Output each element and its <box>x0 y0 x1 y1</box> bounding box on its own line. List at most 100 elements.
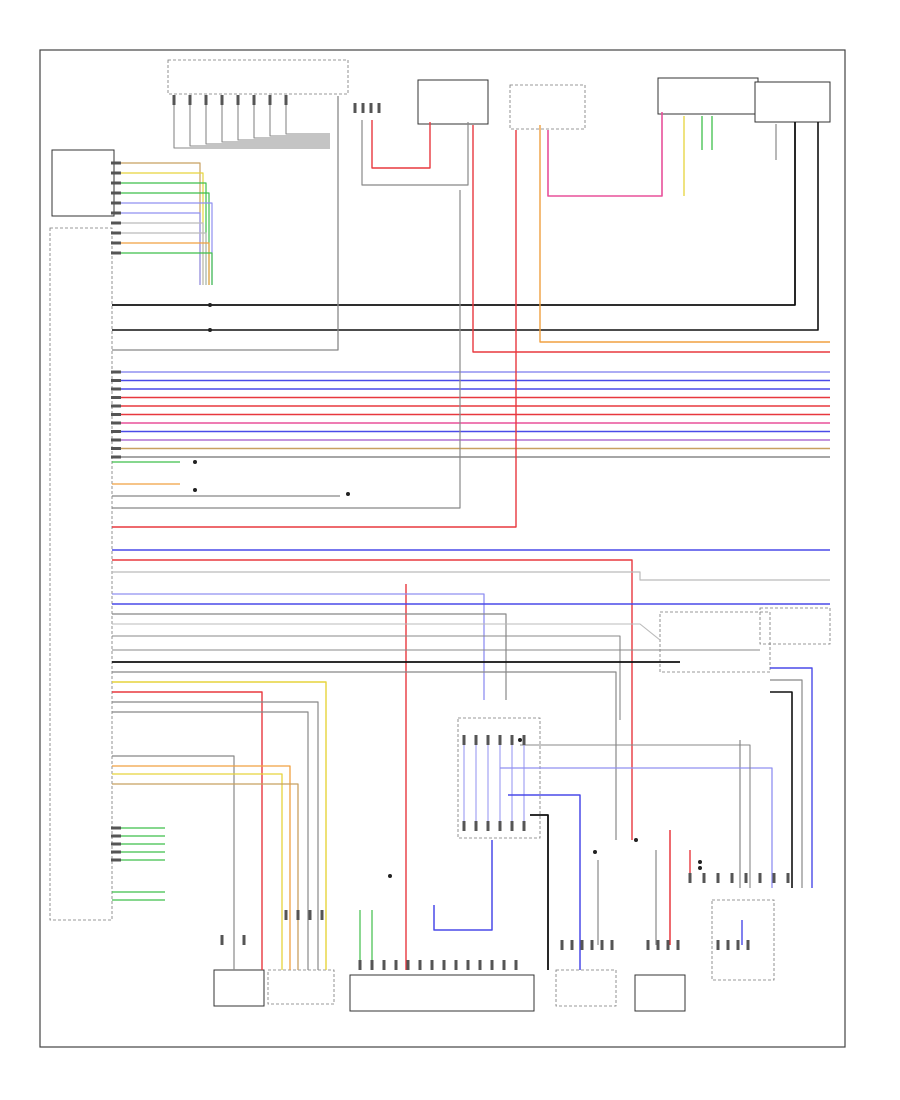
connector-pin <box>111 438 121 442</box>
right-upper-component <box>759 607 831 645</box>
connector-pin <box>736 940 740 950</box>
connector-pin <box>474 821 478 831</box>
signal-wire <box>112 765 291 970</box>
top-connector-wire <box>205 96 330 145</box>
signal-wire <box>112 681 327 970</box>
connector-pin <box>656 940 660 950</box>
connector-pin <box>418 960 422 970</box>
signal-wire <box>112 711 309 970</box>
connector-pin <box>462 735 466 745</box>
connector-pin <box>772 873 776 883</box>
connector-pin <box>111 413 121 416</box>
top-bundle-wire <box>116 162 201 285</box>
top-connector-wire <box>173 96 330 149</box>
connector-pin <box>111 447 121 450</box>
connector-pin <box>111 421 121 425</box>
connector-pin <box>220 935 224 945</box>
connector-pin <box>111 387 121 391</box>
connector-pin <box>236 95 240 105</box>
top-bundle-wire <box>116 222 204 285</box>
splice-dot <box>698 860 702 864</box>
splice-dot <box>208 328 212 332</box>
signal-wire <box>112 773 283 970</box>
connector-pin <box>320 910 324 920</box>
connector-pin <box>758 873 762 883</box>
connector-pin <box>242 935 246 945</box>
pin-layer <box>111 95 790 970</box>
diagram-frame <box>39 49 846 1048</box>
top-connector-wire <box>221 96 330 143</box>
connector-pin <box>486 821 490 831</box>
signal-wire <box>112 783 299 970</box>
connector-pin <box>370 960 374 970</box>
splice-dot <box>593 850 597 854</box>
signal-wire <box>433 840 493 931</box>
connector-pin <box>188 95 192 105</box>
connector-pin <box>580 940 584 950</box>
connector-pin <box>111 161 121 165</box>
connector-pin <box>111 211 121 215</box>
connector-pin <box>716 873 720 883</box>
connector-pin <box>666 940 670 950</box>
splice-dots <box>193 303 702 878</box>
connector-pin <box>220 95 224 105</box>
top-bundle-wire <box>116 182 207 285</box>
top-bundle-wire <box>116 202 213 285</box>
bottom-component-3 <box>349 974 535 1012</box>
connector-pin <box>514 960 518 970</box>
connector-pin <box>111 181 121 185</box>
connector-pin <box>730 873 734 883</box>
top-component-c <box>509 84 586 130</box>
connector-pin <box>252 95 256 105</box>
connector-pin <box>560 940 564 950</box>
signal-wire <box>112 613 507 700</box>
connector-pin <box>111 430 121 433</box>
ground-wire <box>112 122 819 331</box>
connector-pin <box>430 960 434 970</box>
splice-dot <box>193 488 197 492</box>
connector-pin <box>111 826 121 830</box>
connector-pin <box>462 821 466 831</box>
signal-wire <box>112 623 661 641</box>
splice-dot <box>388 874 392 878</box>
power-wire <box>371 120 431 169</box>
connector-pin <box>172 95 176 105</box>
connector-pin <box>111 221 121 225</box>
connector-pin <box>111 251 121 255</box>
connector-pin <box>406 960 410 970</box>
top-connector-wire <box>253 96 330 139</box>
connector-pin <box>111 842 121 846</box>
signal-wire <box>112 593 485 700</box>
connector-pin <box>284 910 288 920</box>
wire-layer <box>112 96 830 970</box>
top-bundle-wire <box>116 252 213 285</box>
signal-wire <box>112 96 339 351</box>
connector-pin <box>111 396 121 399</box>
connector-pin <box>111 850 121 854</box>
signal-wire <box>112 755 235 970</box>
connector-pin <box>111 404 121 408</box>
top-connector-wire <box>237 96 330 141</box>
connector-pin <box>382 960 386 970</box>
top-component-e <box>754 81 831 123</box>
connector-pin <box>676 940 680 950</box>
connector-pin <box>111 201 121 205</box>
connector-pin <box>394 960 398 970</box>
signal-wire <box>361 120 469 186</box>
connector-pin <box>522 821 526 831</box>
connector-pin <box>522 735 526 745</box>
connector-pin <box>377 103 381 113</box>
signal-wire <box>520 744 751 888</box>
splice-dot <box>193 460 197 464</box>
top-component-d <box>657 77 759 115</box>
connector-pin <box>111 231 121 235</box>
connector-pin <box>466 960 470 970</box>
connector-pin <box>296 910 300 920</box>
connector-pin <box>600 940 604 950</box>
connector-pin <box>454 960 458 970</box>
signal-wire <box>112 671 617 840</box>
connector-pin <box>510 735 514 745</box>
ground-wire <box>530 814 549 970</box>
top-bundle-wire <box>116 212 201 285</box>
